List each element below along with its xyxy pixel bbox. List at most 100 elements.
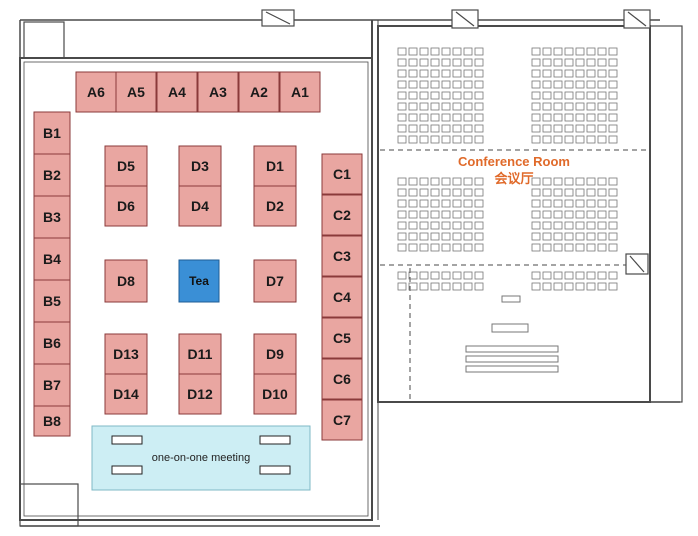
booth-d8[interactable]: D8 xyxy=(104,259,148,303)
booth-d4[interactable]: D4 xyxy=(178,185,222,227)
booth-box xyxy=(321,153,363,195)
booth-c7[interactable]: C7 xyxy=(321,399,363,441)
seat xyxy=(408,135,418,144)
booth-d1[interactable]: D1 xyxy=(253,145,297,187)
seat xyxy=(463,199,473,208)
seat xyxy=(564,232,574,241)
seat xyxy=(474,80,484,89)
booth-c3[interactable]: C3 xyxy=(321,235,363,277)
booth-d2[interactable]: D2 xyxy=(253,185,297,227)
booth-d10[interactable]: D10 xyxy=(253,373,297,415)
booth-b1[interactable]: B1 xyxy=(33,111,71,155)
booth-d7[interactable]: D7 xyxy=(253,259,297,303)
booth-a3[interactable]: A3 xyxy=(197,71,239,113)
booth-d5[interactable]: D5 xyxy=(104,145,148,187)
seat xyxy=(419,243,429,252)
seat xyxy=(397,188,407,197)
seat xyxy=(597,177,607,186)
booth-label: A6 xyxy=(87,84,105,100)
booth-label: B8 xyxy=(43,413,61,429)
seat xyxy=(597,113,607,122)
booth-b2[interactable]: B2 xyxy=(33,153,71,197)
booth-box xyxy=(321,317,363,359)
booth-box xyxy=(197,71,239,113)
booth-b5[interactable]: B5 xyxy=(33,279,71,323)
booth-b3[interactable]: B3 xyxy=(33,195,71,239)
booth-a5[interactable]: A5 xyxy=(115,71,157,113)
seat xyxy=(452,199,462,208)
seat xyxy=(452,221,462,230)
booth-c5[interactable]: C5 xyxy=(321,317,363,359)
seat xyxy=(564,282,574,291)
seat xyxy=(586,135,596,144)
booth-d13[interactable]: D13 xyxy=(104,333,148,375)
booth-d6[interactable]: D6 xyxy=(104,185,148,227)
seat xyxy=(397,58,407,67)
booth-d12[interactable]: D12 xyxy=(178,373,222,415)
seat xyxy=(463,91,473,100)
seat xyxy=(463,210,473,219)
seat xyxy=(408,282,418,291)
building-walls xyxy=(19,19,683,527)
seat xyxy=(452,124,462,133)
booth-c6[interactable]: C6 xyxy=(321,358,363,400)
booth-d11[interactable]: D11 xyxy=(178,333,222,375)
booth-box xyxy=(321,194,363,236)
seat xyxy=(575,282,585,291)
booth-box xyxy=(178,185,222,227)
booth-box xyxy=(104,145,148,187)
booth-label: C5 xyxy=(333,330,351,346)
booth-b8[interactable]: B8 xyxy=(33,405,71,437)
seat xyxy=(564,135,574,144)
seat xyxy=(452,232,462,241)
seat xyxy=(575,271,585,280)
seat xyxy=(542,243,552,252)
seat xyxy=(586,47,596,56)
seat xyxy=(531,102,541,111)
seat xyxy=(441,271,451,280)
booth-c4[interactable]: C4 xyxy=(321,276,363,318)
seat xyxy=(586,124,596,133)
seat xyxy=(542,80,552,89)
booth-box xyxy=(321,276,363,318)
booth-d9[interactable]: D9 xyxy=(253,333,297,375)
seat xyxy=(397,113,407,122)
booth-label: A5 xyxy=(127,84,145,100)
seat xyxy=(463,47,473,56)
booth-d14[interactable]: D14 xyxy=(104,373,148,415)
tea-station: Tea xyxy=(178,259,220,303)
seat xyxy=(452,135,462,144)
booth-box xyxy=(33,405,71,437)
seat xyxy=(542,102,552,111)
seat xyxy=(408,124,418,133)
booth-a6[interactable]: A6 xyxy=(75,71,117,113)
seat xyxy=(463,124,473,133)
seat xyxy=(586,232,596,241)
booth-box xyxy=(279,71,321,113)
booth-b7[interactable]: B7 xyxy=(33,363,71,407)
seat xyxy=(474,69,484,78)
seat xyxy=(419,177,429,186)
seat xyxy=(542,232,552,241)
booth-d3[interactable]: D3 xyxy=(178,145,222,187)
seat xyxy=(463,80,473,89)
booth-a4[interactable]: A4 xyxy=(156,71,198,113)
seat xyxy=(430,80,440,89)
seat xyxy=(463,243,473,252)
seat xyxy=(474,232,484,241)
booth-b4[interactable]: B4 xyxy=(33,237,71,281)
booth-c1[interactable]: C1 xyxy=(321,153,363,195)
booth-c2[interactable]: C2 xyxy=(321,194,363,236)
seat xyxy=(408,91,418,100)
booth-label: B3 xyxy=(43,209,61,225)
booth-box xyxy=(321,358,363,400)
booth-b6[interactable]: B6 xyxy=(33,321,71,365)
booth-a2[interactable]: A2 xyxy=(238,71,280,113)
booth-a1[interactable]: A1 xyxy=(279,71,321,113)
seat xyxy=(452,271,462,280)
booth-label: D13 xyxy=(113,346,139,362)
booth-box xyxy=(33,153,71,197)
seat xyxy=(430,271,440,280)
